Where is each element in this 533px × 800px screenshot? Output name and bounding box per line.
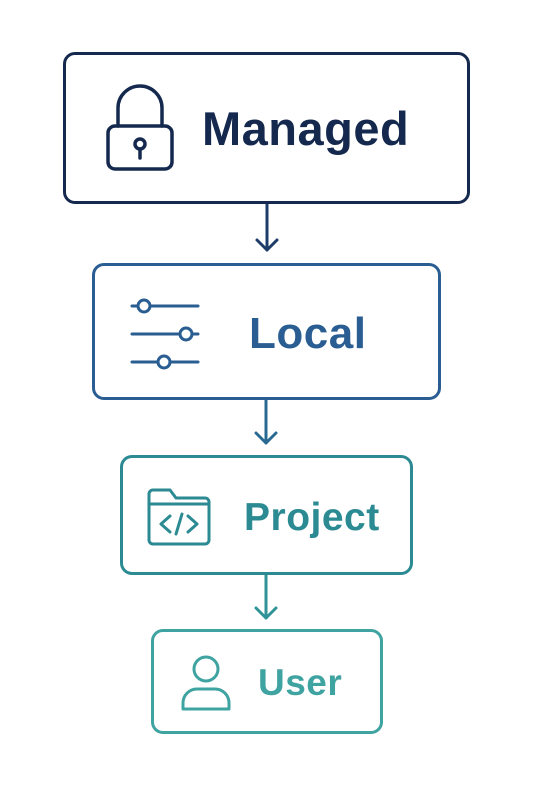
tier-label-user: User	[258, 662, 343, 703]
user-icon	[181, 655, 231, 711]
tier-label-managed: Managed	[202, 102, 410, 155]
padlock-icon	[106, 84, 174, 171]
tier-label-local: Local	[249, 309, 367, 358]
arrow-managed-to-local	[255, 204, 279, 252]
tier-user: User	[151, 629, 383, 734]
tier-project: Project	[120, 455, 413, 575]
tier-managed: Managed	[63, 52, 470, 204]
arrow-local-to-project	[254, 400, 278, 445]
code-folder-icon	[147, 488, 211, 546]
tier-label-project: Project	[244, 496, 380, 539]
tier-local: Local	[92, 263, 441, 400]
sliders-icon	[130, 298, 200, 370]
arrow-project-to-user	[254, 575, 278, 620]
